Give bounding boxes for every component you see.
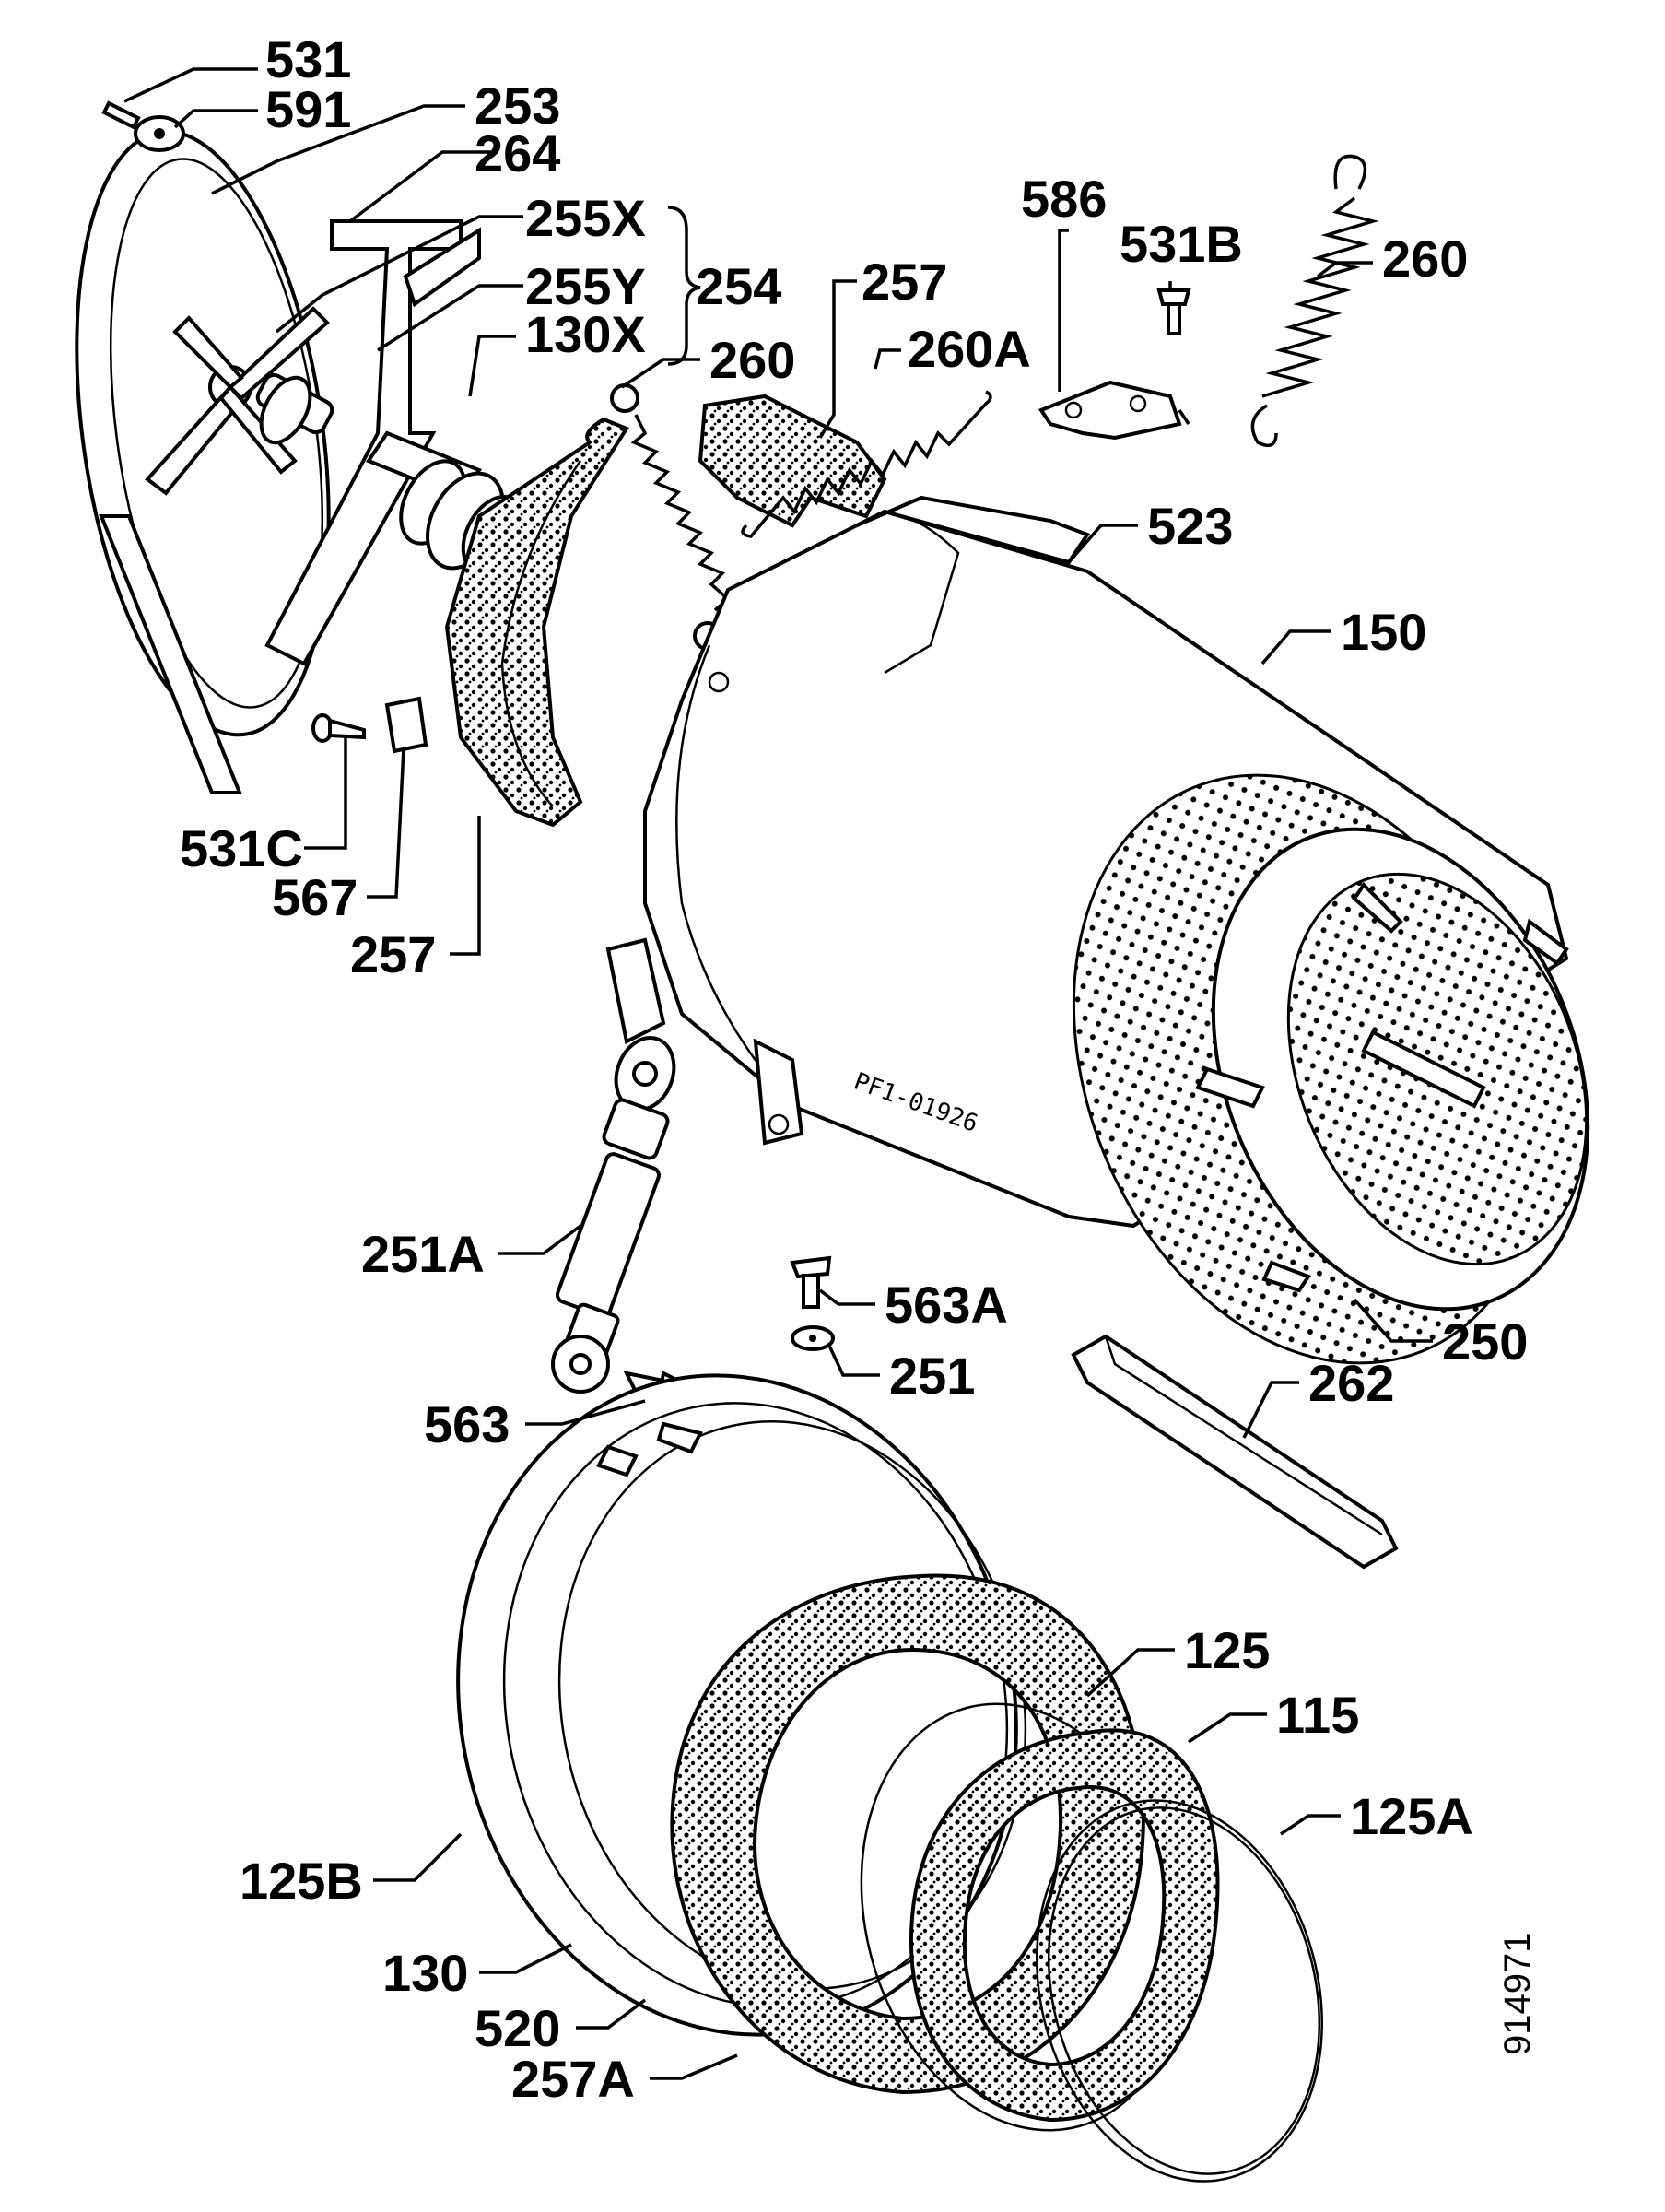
label-253: 253 [475, 76, 560, 135]
label-130x: 130X [525, 305, 646, 363]
spring-right [1250, 154, 1379, 448]
bolt-and-washer [790, 1255, 835, 1351]
label-591: 591 [265, 80, 351, 138]
door-seal-and-clamps [860, 1702, 1323, 2183]
label-257-rear: 257 [350, 925, 436, 983]
label-251: 251 [889, 1347, 975, 1405]
drawing-number: 914971 [1497, 1933, 1538, 2055]
label-264: 264 [475, 124, 560, 182]
label-567: 567 [272, 868, 358, 926]
bracket [1038, 380, 1190, 441]
label-125b: 125B [240, 1852, 363, 1910]
label-260-left: 260 [709, 331, 795, 389]
label-125: 125 [1184, 1621, 1270, 1679]
label-251a: 251A [361, 1225, 485, 1283]
label-130: 130 [382, 1944, 468, 2002]
label-257a: 257A [511, 2050, 635, 2108]
label-523: 523 [1147, 497, 1233, 555]
label-115: 115 [1276, 1686, 1359, 1744]
label-150: 150 [1341, 603, 1426, 661]
pulley-wheel [75, 129, 331, 794]
label-125a: 125A [1350, 1787, 1473, 1845]
part-labels: 531 591 253 264 255X 254 255Y 130X 260 2… [180, 30, 1528, 2108]
screw-and-washer [101, 100, 185, 152]
label-250: 250 [1442, 1312, 1528, 1371]
inner-drum [1072, 773, 1590, 1365]
label-563a: 563A [885, 1276, 1008, 1334]
screw-and-plate [311, 696, 428, 754]
label-255y: 255Y [525, 257, 646, 315]
label-255x: 255X [525, 189, 646, 247]
label-260-right: 260 [1382, 229, 1468, 288]
label-520: 520 [475, 1999, 560, 2057]
label-254: 254 [696, 257, 781, 315]
leader-lines [123, 67, 1433, 2080]
label-260a: 260A [908, 320, 1031, 378]
spring-260a [741, 390, 992, 538]
label-262: 262 [1308, 1354, 1394, 1412]
label-531: 531 [265, 30, 351, 88]
label-563: 563 [424, 1395, 510, 1453]
drum-paddle [1071, 1334, 1399, 1570]
label-257-top: 257 [862, 253, 947, 311]
label-531b: 531B [1120, 215, 1243, 273]
screw-531b [1156, 288, 1191, 335]
label-586: 586 [1021, 170, 1107, 228]
shock-absorber [551, 1036, 676, 1394]
top-counterweight [698, 394, 887, 528]
rear-counterweight [444, 417, 629, 828]
label-531c: 531C [180, 819, 303, 877]
